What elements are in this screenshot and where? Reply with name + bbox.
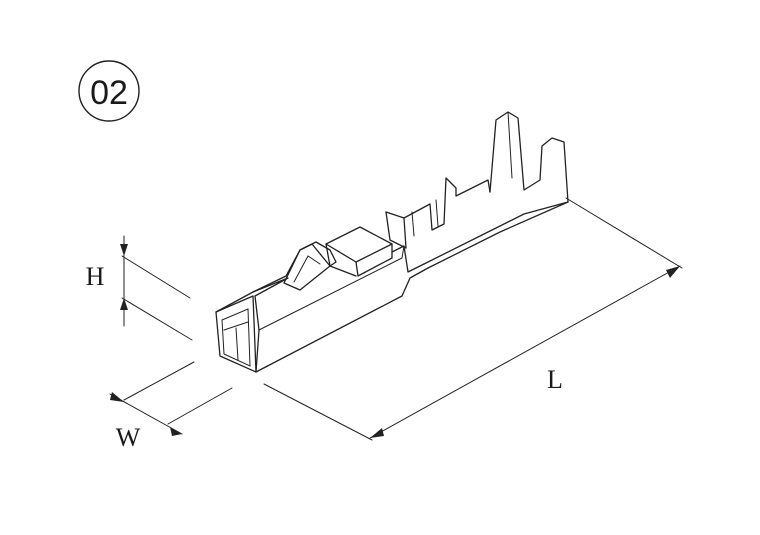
- length-dim-line: [369, 265, 681, 439]
- width-label: W: [116, 423, 141, 452]
- crimp-terminal: [215, 111, 569, 373]
- insulation-crease: [507, 111, 513, 179]
- height-label: H: [86, 262, 105, 291]
- width-ext-right: [167, 387, 233, 425]
- height-ext-bottom: [121, 297, 193, 341]
- length-arrow-rear: [666, 266, 680, 278]
- raised-block-side: [355, 243, 393, 277]
- insulation-wings: [489, 111, 569, 203]
- box-top: [215, 277, 289, 313]
- wing-crease-1: [411, 211, 415, 237]
- width-ext-left: [123, 361, 195, 401]
- raised-block-front: [325, 243, 357, 277]
- height-dimension: H: [86, 235, 193, 341]
- length-ext-rear: [565, 197, 683, 269]
- spring-contour: [252, 241, 337, 293]
- length-ext-front: [263, 383, 373, 441]
- badge-text: 02: [90, 74, 128, 112]
- height-ext-top: [121, 255, 191, 299]
- length-label: L: [547, 365, 563, 394]
- height-arrow-bottom: [120, 298, 128, 310]
- body-top-edge: [391, 245, 425, 273]
- body-side-crease: [258, 245, 405, 331]
- raised-block-top: [325, 226, 393, 263]
- part-number-badge: 02: [78, 60, 140, 122]
- rear-bottom-edge: [427, 201, 569, 269]
- locking-lance: [283, 243, 331, 291]
- height-arrow-top: [120, 244, 128, 256]
- wing-top-edge: [385, 211, 405, 219]
- width-arrow-left: [110, 392, 124, 402]
- length-arrow-front: [370, 428, 384, 438]
- badge-circle: [78, 60, 140, 122]
- opening-divider: [235, 327, 239, 361]
- rear-top-edge: [423, 201, 569, 265]
- front-opening: [221, 308, 251, 367]
- length-dimension: L: [263, 197, 683, 441]
- width-arrow-right: [170, 427, 182, 436]
- wing-crease-2: [435, 199, 439, 227]
- conductor-wings: [385, 177, 491, 249]
- opening-slot: [223, 321, 249, 331]
- lance-inner: [293, 255, 321, 283]
- width-dimension: W: [109, 361, 233, 452]
- body-bottom-edge: [255, 267, 429, 373]
